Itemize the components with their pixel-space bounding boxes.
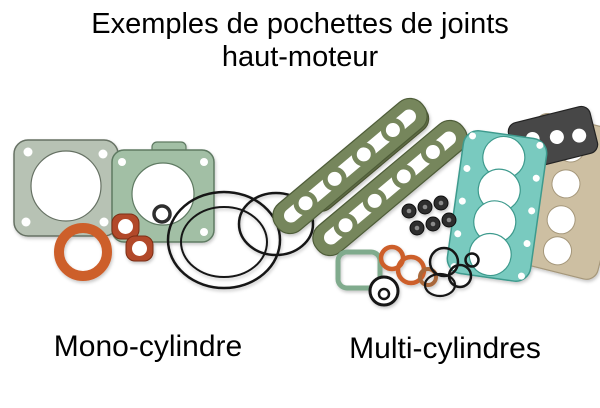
title-line-2: haut-moteur [221, 41, 379, 73]
large-gasket-rings [166, 190, 315, 290]
cover-gasket-strip [312, 119, 468, 257]
gasket-segment-rings [333, 140, 445, 238]
cylinder-bore-hole [131, 162, 195, 226]
orange-o-ring [54, 223, 112, 281]
cover-gasket-strip [272, 97, 428, 235]
small-o-ring [152, 204, 172, 224]
caption-multi-cylindres: Multi-cylindres [349, 332, 541, 365]
cylinder-bore-holes [468, 135, 526, 277]
bolt-holes [21, 147, 109, 227]
gasket-segment-rings [293, 118, 405, 216]
caption-mono-cylindre: Mono-cylindre [53, 330, 243, 363]
gasket-kits-photo [13, 97, 600, 307]
small-cover-gasket [335, 249, 383, 291]
red-exhaust-gasket [125, 235, 154, 262]
mono-cylinder-gasket-set [13, 139, 315, 290]
copper-washer [418, 267, 438, 287]
o-ring-washer-cluster [378, 244, 480, 298]
title-line-1: Exemples de pochettes de joints [91, 8, 509, 40]
multi-cylinder-gasket-set [272, 97, 600, 307]
black-o-ring [428, 246, 460, 278]
page-title: Exemples de pochettes de joints haut-mot… [0, 8, 600, 74]
oil-seal [368, 275, 400, 307]
black-o-ring [423, 272, 457, 298]
black-o-ring [464, 252, 480, 268]
cylinder-bore-hole [30, 150, 102, 222]
valve-stem-seals [401, 195, 457, 236]
mono-base-gasket [13, 139, 119, 237]
red-exhaust-gasket [111, 213, 140, 240]
